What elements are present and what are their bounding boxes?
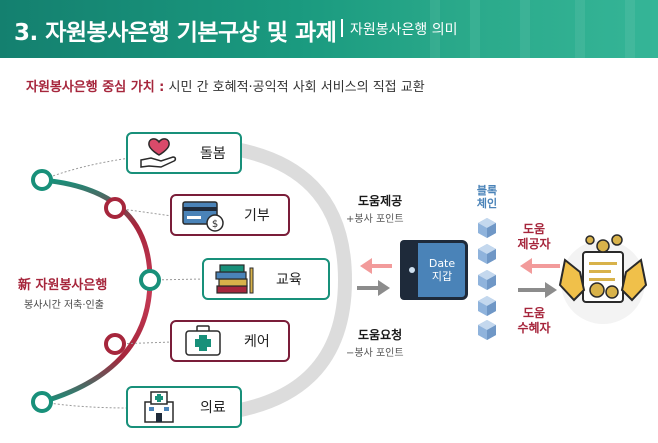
page-subtitle: 자원봉사은행 의미	[350, 22, 458, 38]
service-label: 기부	[244, 208, 270, 224]
service-care: 케어	[170, 320, 290, 362]
service-education: 교육	[202, 258, 330, 300]
arrow-to-wallet	[357, 280, 390, 296]
role-provider-line1: 도움	[522, 222, 546, 236]
arrow-to-receiver	[518, 282, 557, 298]
header-banner: 3. 자원봉사은행 기본구상 및 과제 자원봉사은행 의미	[0, 0, 658, 58]
service-care-giving: 돌봄	[126, 132, 242, 174]
title-separator	[341, 19, 343, 37]
help-request-title: 도움요청	[358, 328, 403, 342]
help-give-points: +봉사 포인트	[346, 214, 404, 225]
node-2	[104, 197, 126, 219]
node-3	[139, 269, 161, 291]
first-aid-kit-icon	[180, 323, 226, 359]
card-coin-icon: $	[180, 197, 226, 233]
hospital-icon	[136, 389, 182, 425]
help-request-points: −봉사 포인트	[346, 348, 404, 359]
core-value-key: 자원봉사은행 중심 가치 :	[26, 80, 165, 95]
role-receiver: 도움 수혜자	[512, 306, 556, 336]
wallet-icon: Date 지갑	[400, 240, 468, 300]
service-label: 의료	[200, 400, 226, 416]
wallet-label-line2: 지갑	[431, 270, 453, 283]
role-provider: 도움 제공자	[512, 222, 556, 252]
service-donation: $ 기부	[170, 194, 290, 236]
node-4	[104, 333, 126, 355]
core-value-text: 시민 간 호혜적·공익적 사회 서비스의 직접 교환	[164, 80, 425, 95]
connector-1	[41, 157, 131, 181]
help-give-title: 도움제공	[358, 194, 403, 208]
blockchain-label: 블록 체인	[469, 184, 505, 210]
page-title: 3. 자원봉사은행 기본구상 및 과제	[14, 20, 337, 46]
wallet-label-line1: Date	[428, 257, 456, 270]
blockchain-label-line1: 블록	[476, 184, 498, 197]
role-receiver-line1: 도움	[522, 306, 546, 320]
service-label: 교육	[276, 272, 302, 288]
books-icon	[212, 261, 258, 297]
node-5	[31, 391, 53, 413]
core-value: 자원봉사은행 중심 가치 : 시민 간 호혜적·공익적 사회 서비스의 직접 교…	[26, 76, 425, 95]
arrow-from-provider	[520, 258, 560, 274]
blockchain-cubes	[478, 218, 496, 340]
bank-subtitle: 봉사시간 저축·인출	[24, 300, 104, 311]
node-1	[31, 169, 53, 191]
arrow-to-bank	[360, 258, 392, 274]
service-label: 케어	[244, 334, 270, 350]
service-medical: 의료	[126, 386, 242, 428]
svg-text:$: $	[212, 219, 218, 230]
heart-hand-icon	[136, 135, 182, 171]
bank-title: 新 자원봉사은행	[18, 278, 108, 293]
connector-5	[41, 401, 131, 409]
gray-arc	[208, 139, 353, 421]
role-receiver-line2: 수혜자	[517, 321, 551, 335]
blockchain-label-line2: 체인	[476, 197, 498, 210]
service-label: 돌봄	[200, 146, 226, 162]
role-provider-line2: 제공자	[517, 237, 551, 251]
people-exchange-icon	[558, 234, 648, 324]
